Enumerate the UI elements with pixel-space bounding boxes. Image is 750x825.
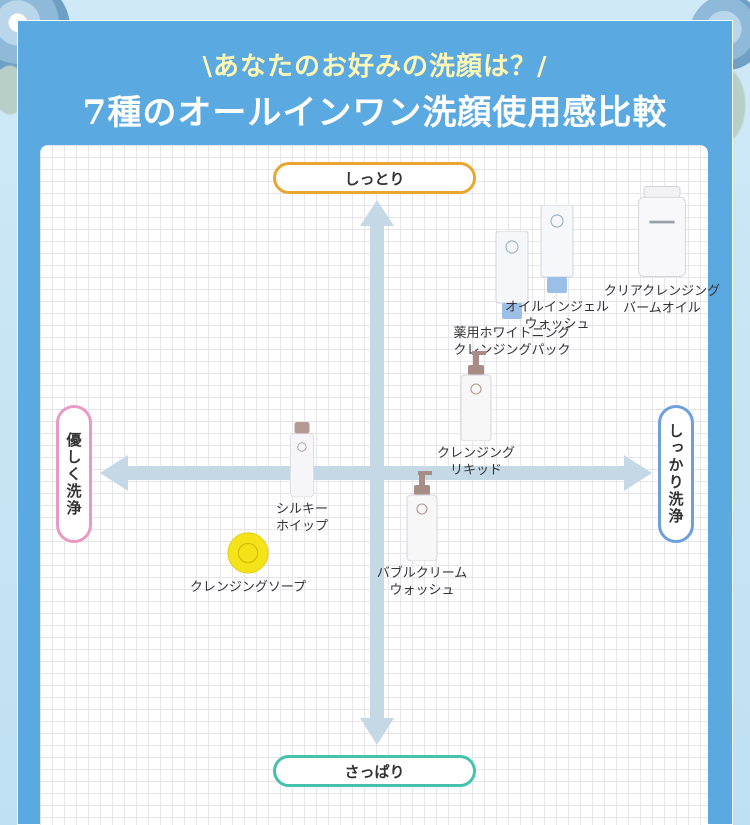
product-label-line: リキッド <box>449 463 503 478</box>
axis-label-left: 優しく洗浄 <box>56 405 92 543</box>
axis-label-left-text: 優しく洗浄 <box>64 431 83 517</box>
product-label: シルキーホイップ <box>276 501 328 535</box>
arrow-left <box>100 455 128 491</box>
product-label-line: ウォッシュ <box>389 583 455 599</box>
arrow-right <box>624 455 652 491</box>
product-label-line: クレンジング <box>436 446 516 461</box>
horizontal-axis <box>124 466 630 480</box>
tube-icon <box>492 230 532 325</box>
product-label-line: オイルインジェル <box>504 300 610 316</box>
product-label-line: ウォッシュ <box>524 317 590 333</box>
product-label-line: 薬用ホワイトニング <box>453 325 571 341</box>
axis-label-top-text: しっとり <box>344 170 405 188</box>
arrow-down <box>360 718 394 745</box>
product-label: オイルインジェルウォッシュ <box>505 299 609 333</box>
axis-label-top: しっとり <box>273 162 476 194</box>
soap-icon <box>226 531 270 579</box>
page-subtitle: \あなたのお好みの洗顔は？/ <box>202 52 548 82</box>
product-label-line: バームオイル <box>623 300 701 316</box>
product-label: クレンジングソープ <box>190 579 306 596</box>
axis-label-right-text: しっかり洗浄 <box>666 423 685 525</box>
axis-label-bottom-text: さっぱり <box>344 763 405 781</box>
tub-icon <box>635 184 689 283</box>
product-label: クリアクレンジングバームオイル <box>604 283 720 317</box>
spray-can-icon <box>287 422 317 501</box>
tube-icon <box>537 204 577 299</box>
axis-label-bottom: さっぱり <box>273 755 476 787</box>
product-label-line: バブルクリーム <box>376 566 468 582</box>
page-title: 7種のオールインワン洗顔使用感比較 <box>82 93 668 133</box>
arrow-up <box>360 200 394 226</box>
product-label-line: クレンジングソープ <box>189 580 307 596</box>
product-label-line: ホイップ <box>275 519 329 534</box>
product-label-line: シルキー <box>275 502 329 517</box>
pump-bottle-icon <box>402 471 442 565</box>
pump-bottle-icon <box>456 351 496 445</box>
product-label: バブルクリームウォッシュ <box>377 565 468 599</box>
axis-label-right: しっかり洗浄 <box>658 405 694 543</box>
product-label-line: クリアクレンジング <box>603 283 721 299</box>
product-label: クレンジングリキッド <box>437 445 515 479</box>
